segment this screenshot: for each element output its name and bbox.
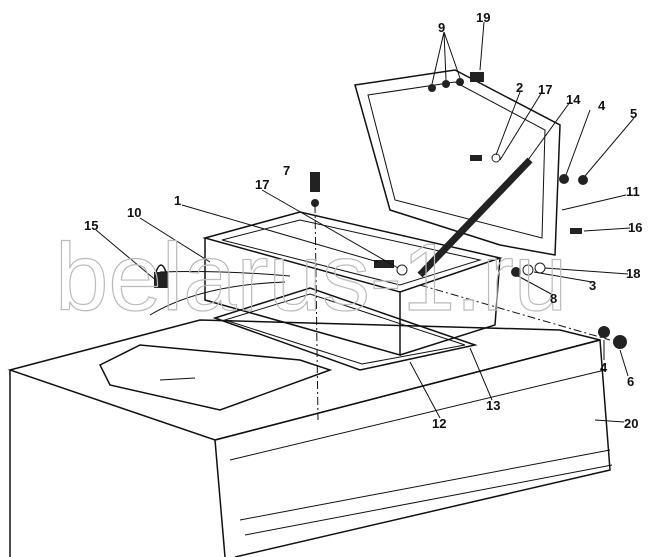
toolbox-lid xyxy=(354,69,561,256)
roof-hatch xyxy=(98,344,333,411)
callout-12: 12 xyxy=(432,416,446,431)
callout-3: 3 xyxy=(589,278,596,293)
callout-15: 15 xyxy=(84,218,98,233)
callout-13: 13 xyxy=(486,398,500,413)
callout-5: 5 xyxy=(630,106,637,121)
watermark: belarus-1.ru xyxy=(55,224,567,331)
callout-17: 17 xyxy=(538,82,552,97)
lid-stay xyxy=(417,157,533,278)
leader-lines xyxy=(95,21,635,423)
callout-2: 2 xyxy=(516,80,523,95)
toolbox xyxy=(202,211,503,356)
callout-8: 8 xyxy=(550,291,557,306)
callout-1: 1 xyxy=(174,193,181,208)
fasteners xyxy=(310,72,627,349)
callout-19: 19 xyxy=(476,10,490,25)
callout-4: 4 xyxy=(598,98,606,113)
callout-6: 6 xyxy=(627,374,634,389)
padlock xyxy=(149,264,291,316)
callout-9: 9 xyxy=(438,20,445,35)
gasket xyxy=(212,287,478,371)
callout-4: 4 xyxy=(600,360,608,375)
callout-10: 10 xyxy=(127,205,141,220)
callout-16: 16 xyxy=(628,220,642,235)
callout-17: 17 xyxy=(255,177,269,192)
callout-11: 11 xyxy=(626,184,640,199)
cab-roof xyxy=(7,319,613,557)
callout-14: 14 xyxy=(566,92,581,107)
callout-7: 7 xyxy=(283,163,290,178)
callout-20: 20 xyxy=(624,416,638,431)
callout-18: 18 xyxy=(626,266,640,281)
